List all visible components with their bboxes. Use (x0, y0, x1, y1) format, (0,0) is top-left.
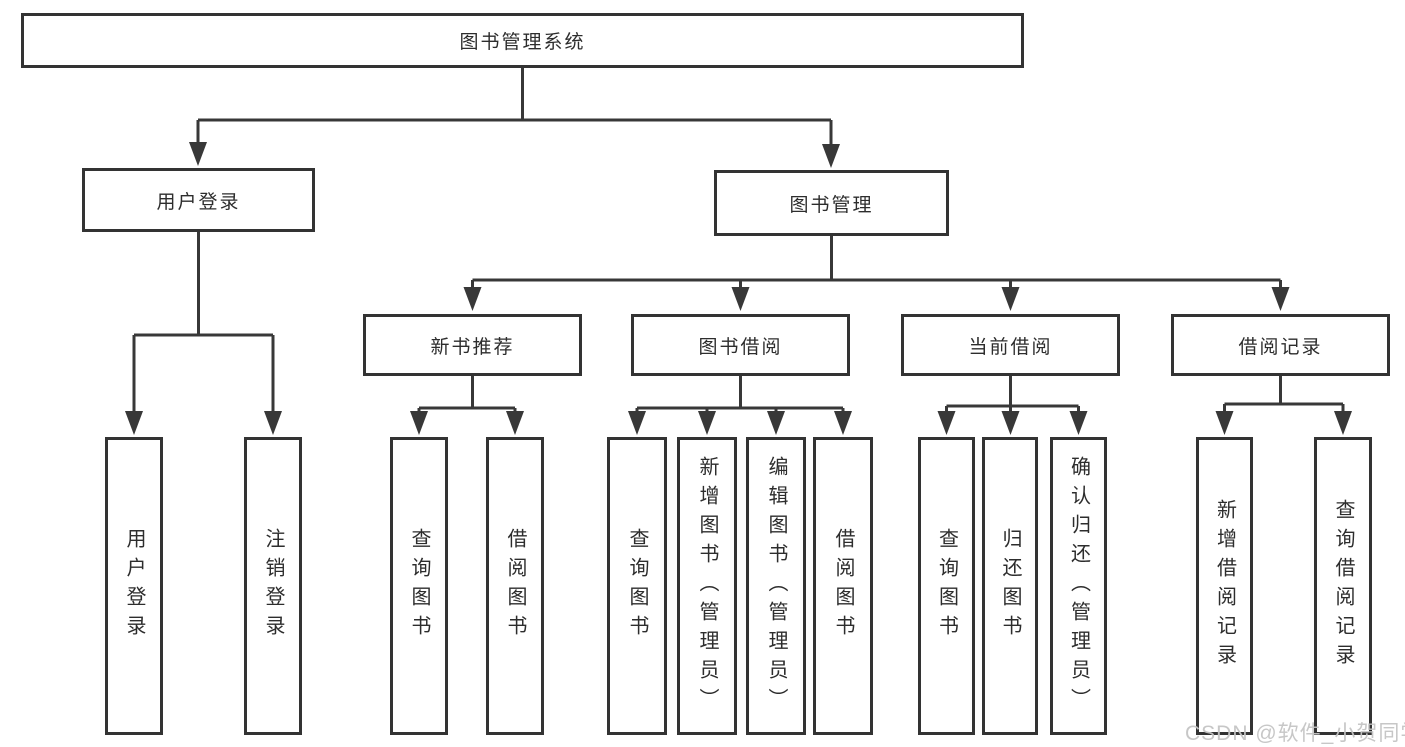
node-user-login: 用户登录 (82, 168, 315, 232)
leaf-recommend-query-books: 查询图书 (390, 437, 448, 735)
node-book-management: 图书管理 (714, 170, 949, 236)
leaf-query-borrow-record: 查询借阅记录 (1314, 437, 1372, 735)
leaf-logout: 注销登录 (244, 437, 302, 735)
leaf-confirm-return-admin: 确认归还（管理员） (1050, 437, 1107, 735)
node-borrowing-records: 借阅记录 (1171, 314, 1390, 376)
leaf-add-borrow-record: 新增借阅记录 (1196, 437, 1253, 735)
node-root-system: 图书管理系统 (21, 13, 1024, 68)
leaf-current-query-books: 查询图书 (918, 437, 975, 735)
leaf-add-books-admin: 新增图书（管理员） (677, 437, 737, 735)
leaf-recommend-borrow-books: 借阅图书 (486, 437, 544, 735)
leaf-borrowing-query-books: 查询图书 (607, 437, 667, 735)
leaf-edit-books-admin: 编辑图书（管理员） (746, 437, 806, 735)
leaf-user-login: 用户登录 (105, 437, 163, 735)
leaf-return-books: 归还图书 (982, 437, 1038, 735)
connector-arrowheads (125, 142, 1352, 435)
node-current-borrowing: 当前借阅 (901, 314, 1120, 376)
csdn-watermark: CSDN @软件_小贺同学 (1185, 722, 1405, 745)
node-new-book-recommend: 新书推荐 (363, 314, 582, 376)
connector-edges (132, 68, 1345, 413)
leaf-borrowing-borrow-books: 借阅图书 (813, 437, 873, 735)
node-book-borrowing: 图书借阅 (631, 314, 850, 376)
